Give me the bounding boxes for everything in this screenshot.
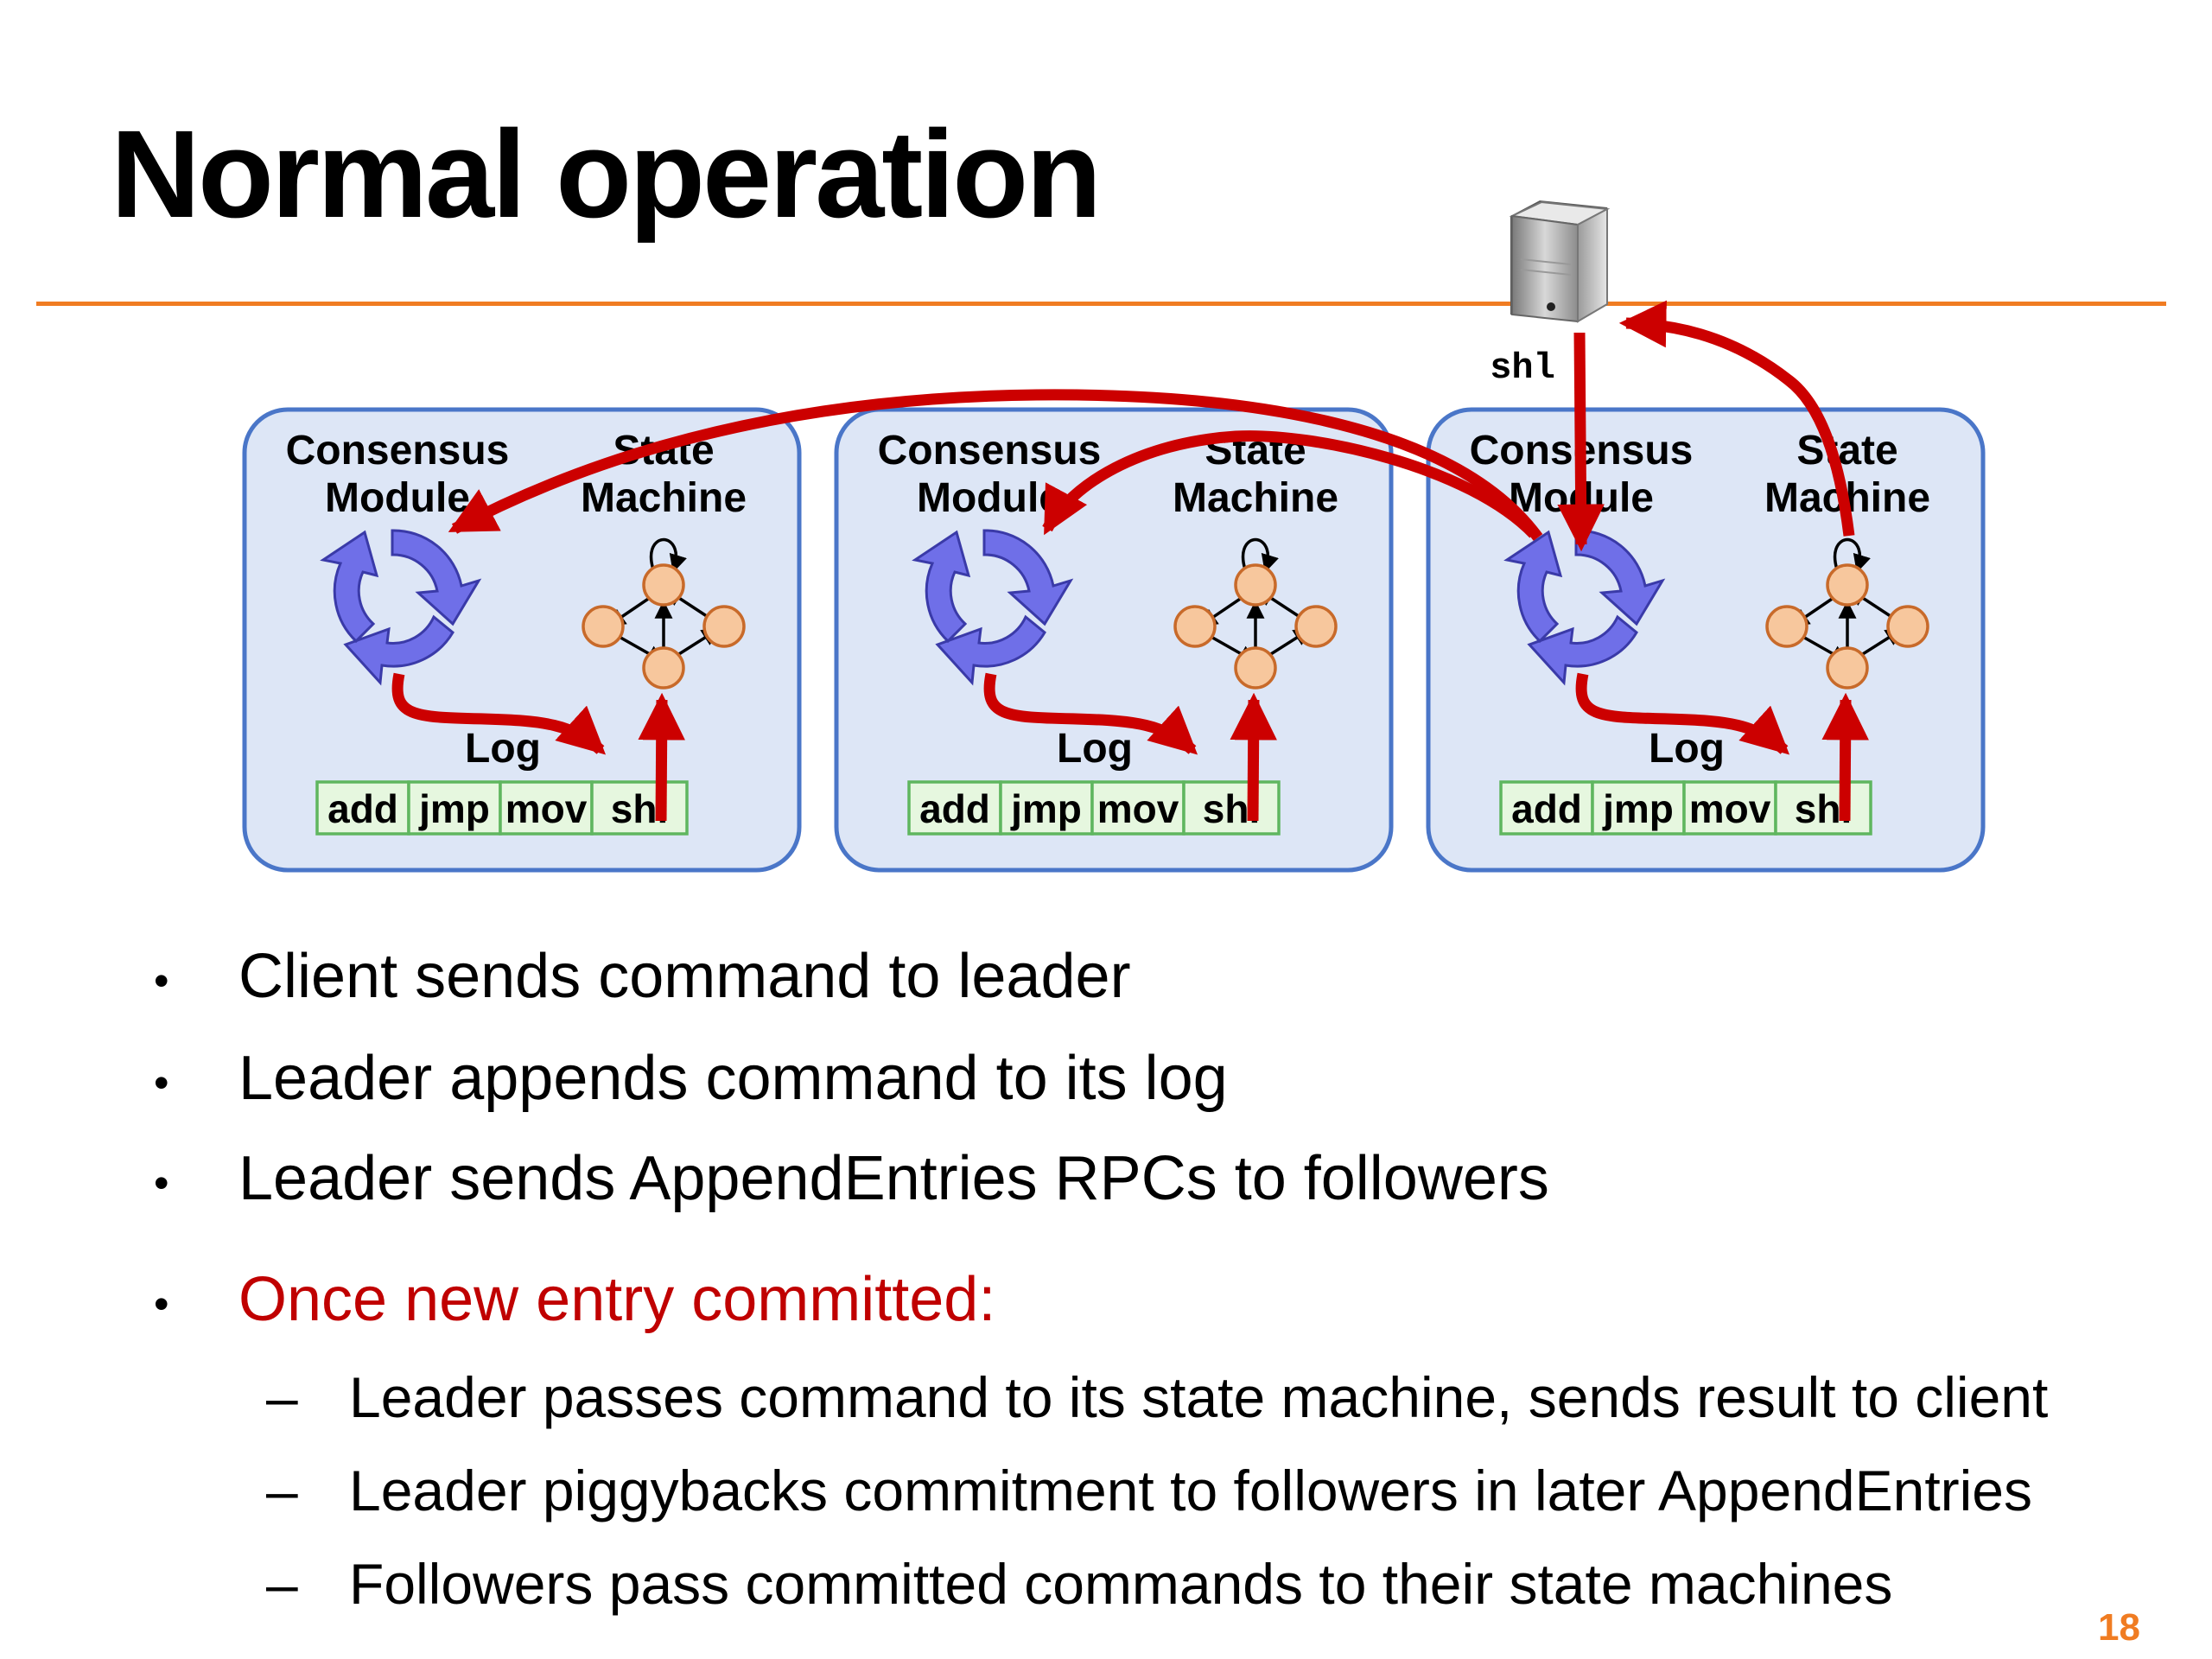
bullet-text: Leader sends AppendEntries RPCs to follo…: [238, 1144, 1549, 1213]
log-entry: jmp: [1010, 786, 1082, 831]
append-arrow: [983, 672, 1198, 755]
consensus-label: Module: [917, 475, 1062, 521]
bullet-dot: •: [154, 1058, 169, 1107]
server-icon: [1509, 200, 1611, 323]
sub-bullet-text: Leader piggybacks commitment to follower…: [349, 1459, 2032, 1522]
client-command-label: shl: [1490, 347, 1555, 389]
log-entry: add: [1511, 786, 1582, 831]
bullet-text-highlight: Once new entry committed:: [238, 1265, 996, 1334]
append-arrow: [391, 672, 607, 755]
bullet-text: Leader appends command to its log: [238, 1044, 1228, 1113]
state-machine-label: Machine: [581, 475, 747, 521]
bullet-dot: •: [154, 1159, 169, 1207]
sub-bullet-dash: –: [266, 1459, 298, 1522]
bullet-dot: •: [154, 957, 169, 1005]
result-to-client-arrow: [1618, 300, 1855, 537]
log-entry: mov: [505, 786, 588, 831]
state-machine-label: State: [1796, 428, 1897, 474]
log-label: Log: [465, 726, 541, 772]
log-entry: add: [919, 786, 990, 831]
log-label: Log: [1057, 726, 1133, 772]
title-rule: [36, 302, 2166, 306]
log-entry: mov: [1097, 786, 1179, 831]
consensus-label: Consensus: [878, 428, 1102, 474]
log-entry: jmp: [418, 786, 490, 831]
sub-bullet-dash: –: [266, 1552, 298, 1616]
log-entry: mov: [1689, 786, 1771, 831]
log-entries: add jmp mov shl: [907, 780, 1281, 836]
append-arrow: [1575, 672, 1790, 755]
consensus-label: Module: [325, 475, 470, 521]
state-machine-label: Machine: [1173, 475, 1338, 521]
log-label: Log: [1649, 726, 1725, 772]
client-to-leader-arrow: [1557, 332, 1605, 552]
apply-arrow: [1821, 692, 1869, 822]
slide-title: Normal operation: [111, 105, 1102, 244]
log-entries: add jmp mov shl: [315, 780, 689, 836]
log-entry: jmp: [1602, 786, 1674, 831]
bullet-dot: •: [154, 1280, 169, 1328]
consensus-label: Consensus: [286, 428, 510, 474]
server-box-1: Consensus Module State Machine Log add j…: [242, 407, 802, 873]
sub-bullet-text: Leader passes command to its state machi…: [349, 1365, 2049, 1429]
sub-bullet-text: Followers pass committed commands to the…: [349, 1552, 1893, 1616]
append-entries-arrow: [448, 389, 1543, 541]
apply-arrow: [1230, 692, 1277, 822]
bullet-text: Client sends command to leader: [238, 942, 1131, 1011]
apply-arrow: [638, 692, 685, 822]
log-entry: add: [327, 786, 398, 831]
append-entries-arrow: [1042, 430, 1538, 538]
page-number: 18: [2098, 1606, 2140, 1649]
server-box-2: Consensus Module State Machine Log add j…: [834, 407, 1394, 873]
sub-bullet-dash: –: [266, 1365, 298, 1429]
